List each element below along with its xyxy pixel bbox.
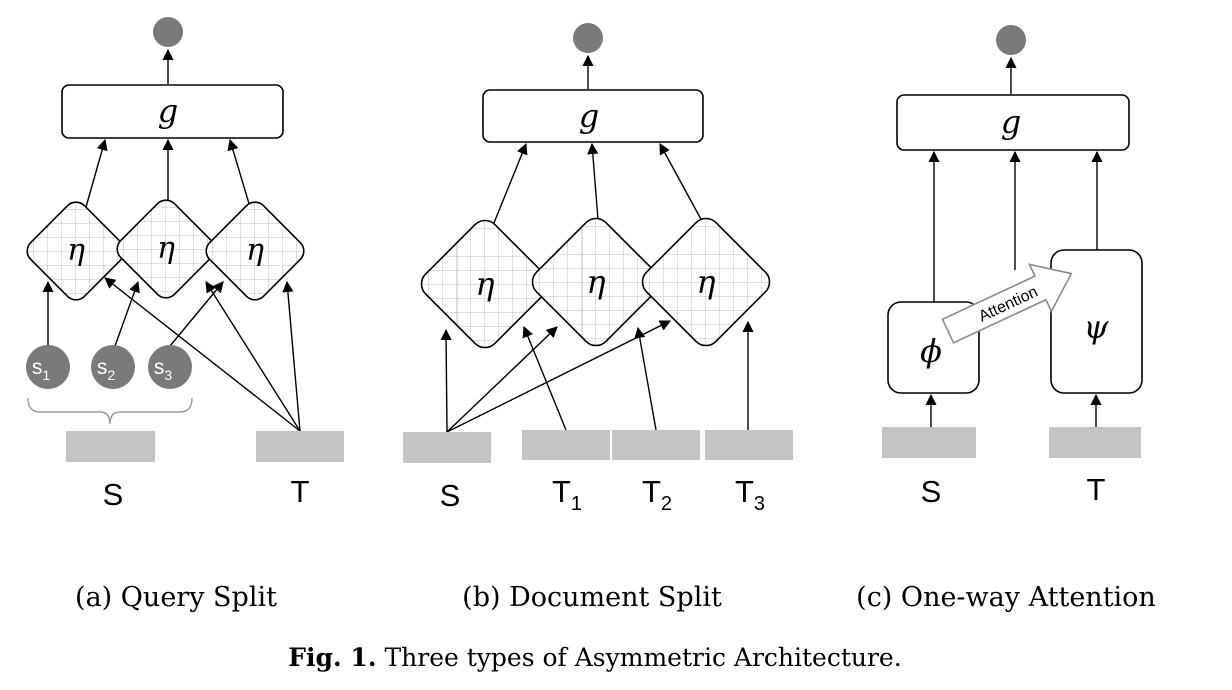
sub-node-s3 xyxy=(148,345,192,389)
eta-label: η xyxy=(67,233,85,268)
figure-caption-text: Three types of Asymmetric Architecture. xyxy=(377,643,902,672)
arrow-t-to-eta2 xyxy=(205,281,301,432)
target-label: T xyxy=(1087,472,1106,507)
target-label: T xyxy=(291,474,310,509)
eta-label: η xyxy=(475,265,494,303)
target-input-bar-1 xyxy=(522,430,610,460)
sub-node-s2 xyxy=(91,345,135,389)
eta-label: η xyxy=(586,263,605,301)
eta-label: η xyxy=(157,231,175,266)
eta-block-1: η xyxy=(26,201,126,301)
g-label: g xyxy=(1001,103,1021,141)
split-brace xyxy=(27,397,193,425)
output-node xyxy=(153,17,183,47)
panel-b-document-split: g η η η S T1 T2 T3 (b) Document Split xyxy=(403,23,793,613)
eta-block-2: η xyxy=(531,217,661,347)
panel-a-caption: (a) Query Split xyxy=(75,582,277,613)
source-label: S xyxy=(921,474,942,509)
g-label: g xyxy=(158,92,178,130)
source-input-bar xyxy=(882,427,976,458)
g-box xyxy=(61,84,284,139)
psi-box xyxy=(1050,249,1143,394)
target-2-label: T2 xyxy=(642,474,672,515)
arrow-t-to-eta3 xyxy=(282,280,301,432)
arrow-t2-to-eta2 xyxy=(634,326,657,431)
panel-b-caption: (b) Document Split xyxy=(462,582,722,613)
g-box xyxy=(896,94,1130,151)
eta-label: η xyxy=(246,233,264,268)
g-box xyxy=(482,89,704,143)
arrow-eta3-to-g xyxy=(227,138,251,208)
arrow-eta1-to-g xyxy=(85,138,108,208)
panel-a-query-split: g η η η s1 s2 s3 S T (a) xyxy=(26,17,344,613)
eta-block-3: η xyxy=(205,201,305,301)
target-input-bar xyxy=(256,431,344,462)
arrow-s-to-eta2 xyxy=(446,326,558,433)
source-input-bar xyxy=(66,431,155,462)
source-label: S xyxy=(440,478,461,513)
panel-c-caption: (c) One-way Attention xyxy=(856,582,1156,613)
eta-block-3: η xyxy=(641,217,771,347)
eta-label: η xyxy=(696,263,715,301)
sub-node-s3-label: s3 xyxy=(154,356,173,383)
output-node xyxy=(996,25,1026,55)
sub-node-s1-label: s1 xyxy=(32,356,51,383)
arrow-s2-to-eta2 xyxy=(114,280,140,347)
target-input-bar-2 xyxy=(612,430,700,460)
output-node xyxy=(573,23,603,53)
panel-c-one-way-attention: g ϕ ψ Attention S T (c) One-way Attentio… xyxy=(856,25,1156,613)
eta-block-1: η xyxy=(420,219,550,349)
source-input-bar xyxy=(403,432,491,463)
arrow-t1-to-eta1 xyxy=(522,325,567,431)
source-label: S xyxy=(103,477,124,512)
phi-label: ϕ xyxy=(920,332,942,370)
eta-block-2: η xyxy=(116,199,216,299)
target-input-bar xyxy=(1049,427,1141,458)
figure-caption-prefix: Fig. 1. xyxy=(288,643,376,672)
sub-node-s2-label: s2 xyxy=(97,356,116,383)
target-1-label: T1 xyxy=(552,474,582,515)
g-label: g xyxy=(579,97,599,135)
target-input-bar-3 xyxy=(705,430,793,460)
sub-node-s1 xyxy=(26,345,70,389)
arrow-t-to-eta1 xyxy=(104,277,301,432)
figure-caption: Fig. 1. Three types of Asymmetric Archit… xyxy=(288,643,901,672)
psi-label: ψ xyxy=(1083,308,1109,346)
arrow-s-to-eta1 xyxy=(440,328,452,433)
target-3-label: T3 xyxy=(735,474,765,515)
arrow-s-to-eta3 xyxy=(446,320,672,433)
